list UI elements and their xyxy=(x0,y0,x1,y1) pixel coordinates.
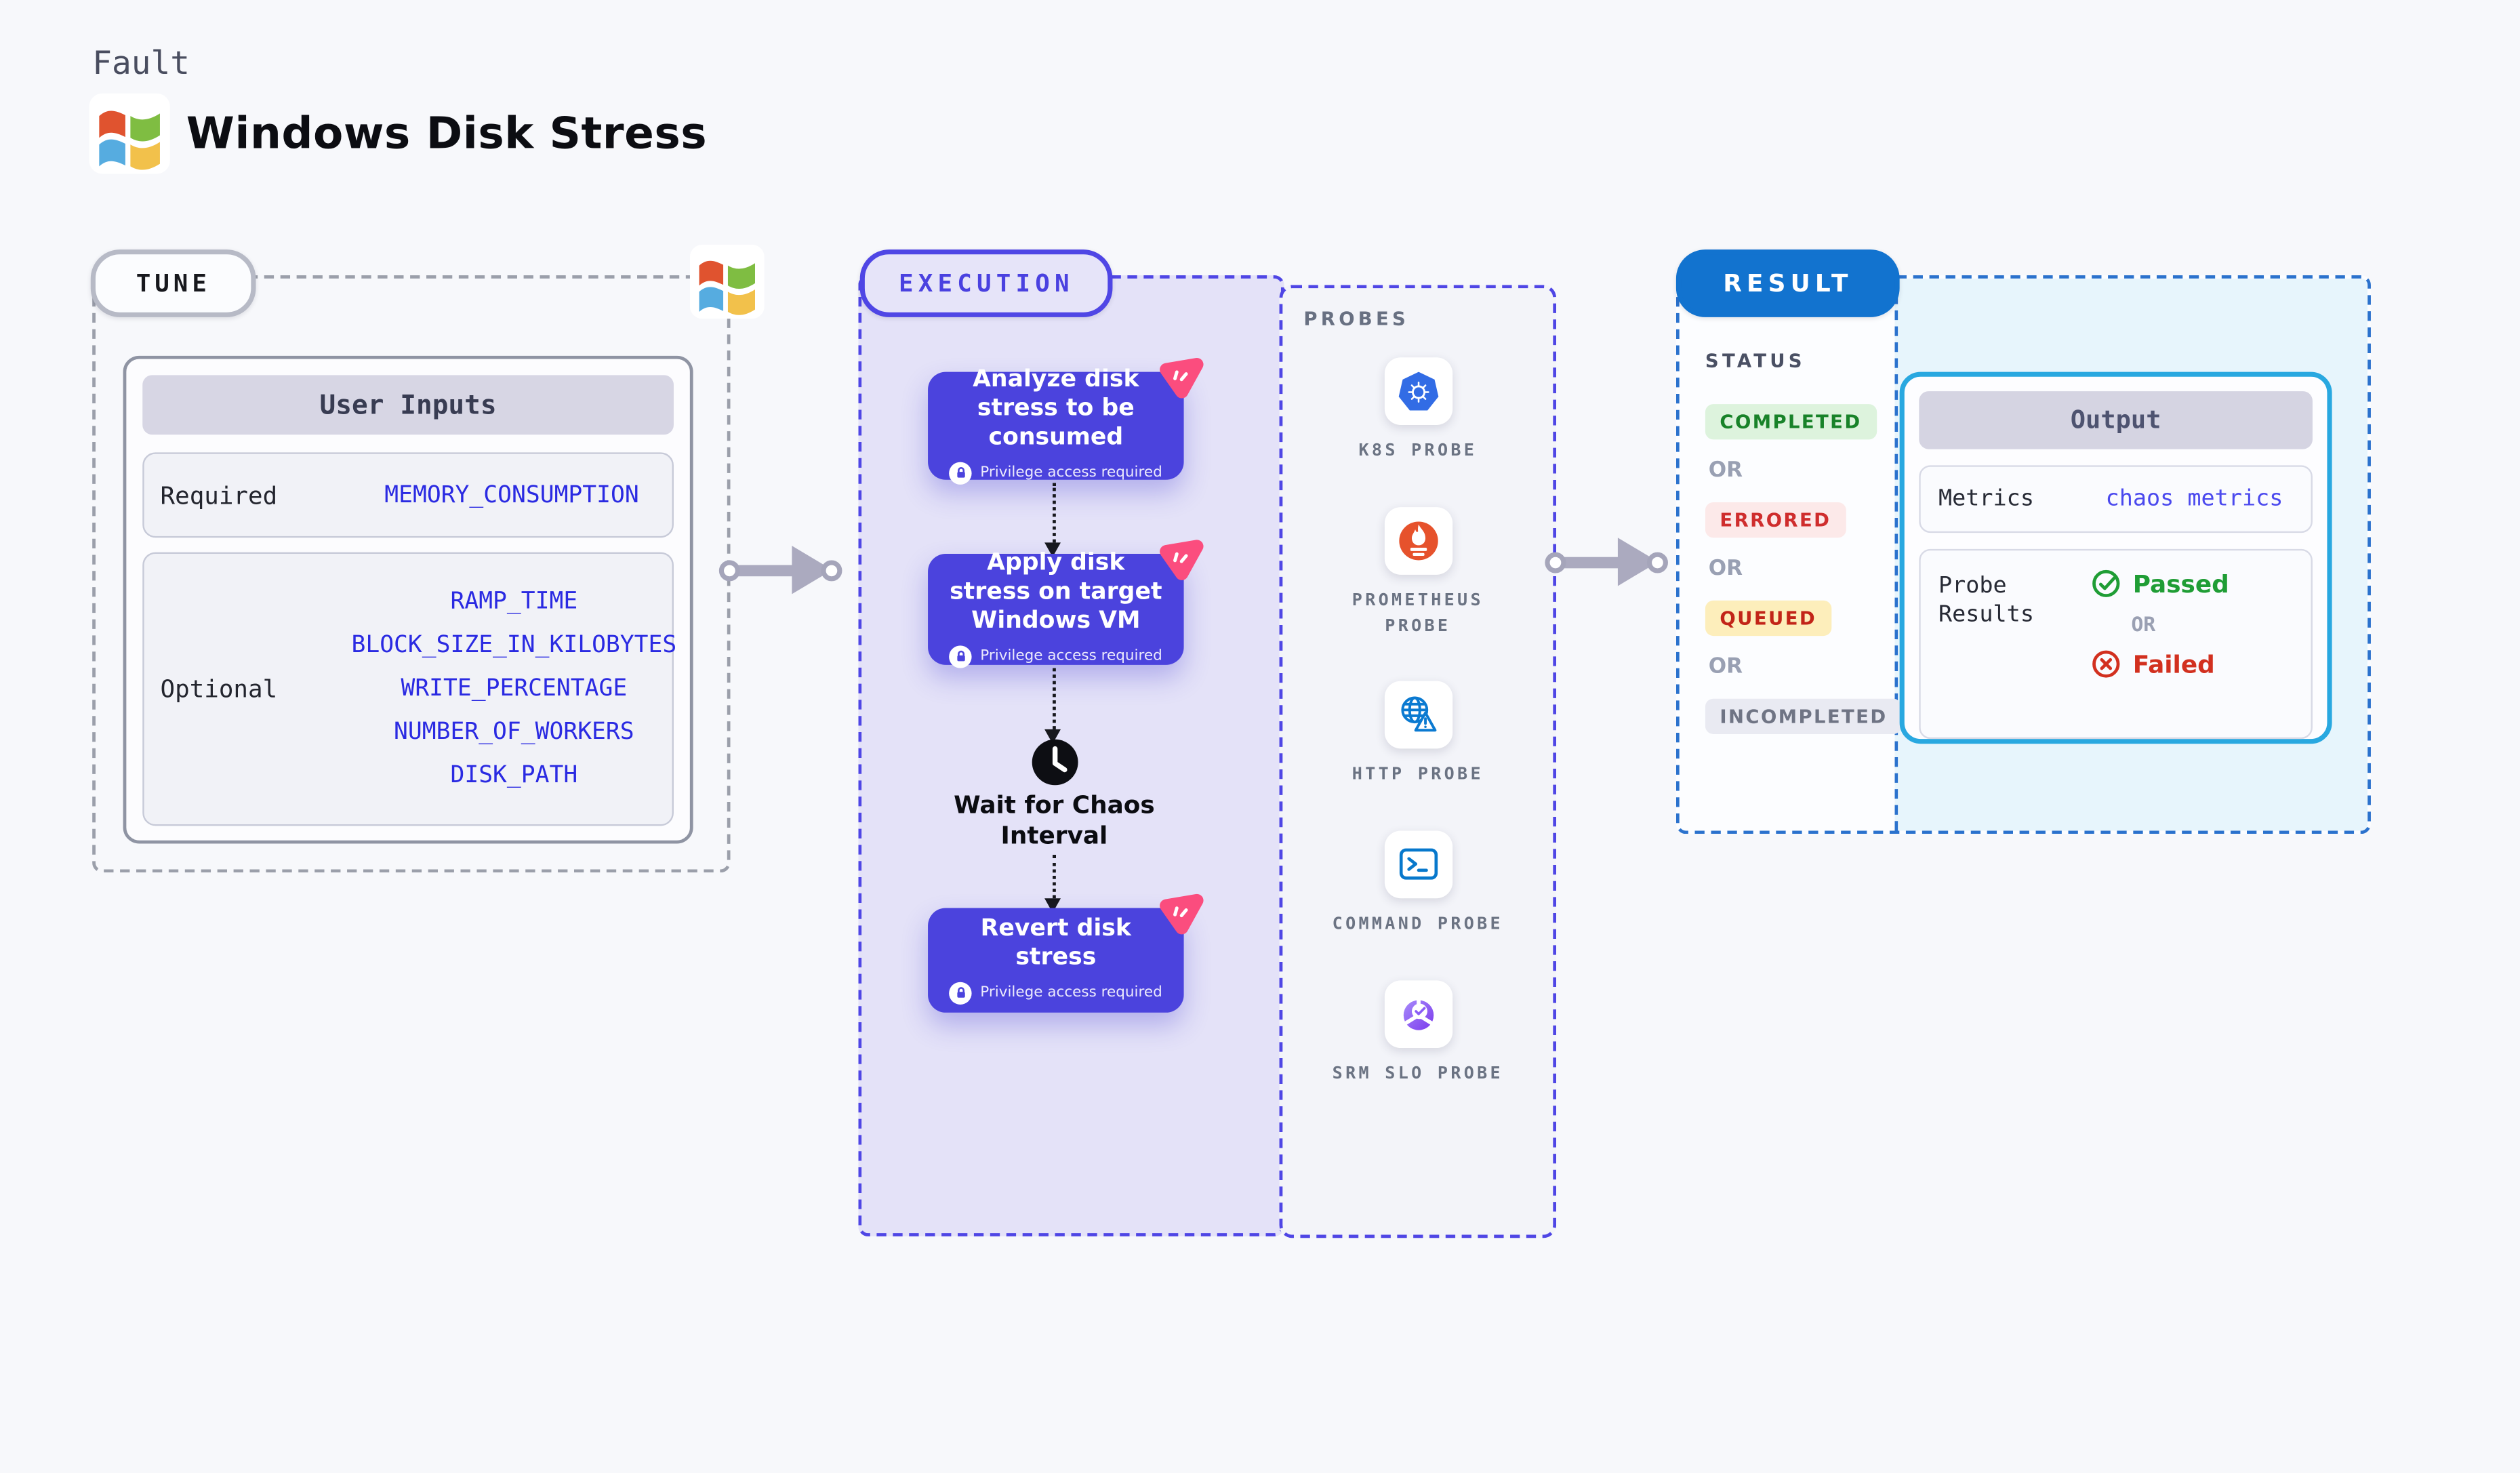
arrow-end-dot xyxy=(821,559,842,581)
terminal-icon xyxy=(1383,830,1452,899)
param-link[interactable]: RAMP_TIME xyxy=(450,589,578,616)
step-analyze-disk-stress: Analyze disk stress to be consumed Privi… xyxy=(928,372,1184,484)
passed-label: Passed xyxy=(2132,569,2229,599)
arrow-end-dot xyxy=(1646,551,1668,573)
probe-item-http: HTTP PROBE xyxy=(1318,681,1518,789)
param-link[interactable]: DISK_PATH xyxy=(450,763,578,789)
param-link[interactable]: WRITE_PERCENTAGE xyxy=(401,676,628,702)
x-circle-icon xyxy=(2091,649,2121,679)
probe-results-row: Probe Results Passed OR Failed xyxy=(1919,548,2313,740)
arrow-shaft xyxy=(1561,556,1623,568)
param-link[interactable]: BLOCK_SIZE_IN_KILOBYTES xyxy=(351,632,677,659)
or-label: OR xyxy=(1708,458,1743,483)
chaos-metrics-link[interactable]: chaos metrics xyxy=(2105,486,2283,512)
windows-logo-small-icon xyxy=(689,244,765,319)
step-title: Revert disk stress xyxy=(980,916,1131,971)
user-inputs-table: User Inputs Required MEMORY_CONSUMPTION … xyxy=(123,355,693,844)
user-inputs-header: User Inputs xyxy=(142,375,674,435)
param-link[interactable]: NUMBER_OF_WORKERS xyxy=(394,719,634,746)
probe-item-command: COMMAND PROBE xyxy=(1318,830,1518,938)
optional-params: RAMP_TIME BLOCK_SIZE_IN_KILOBYTES WRITE_… xyxy=(351,589,676,788)
slo-donut-check-icon xyxy=(1383,980,1452,1048)
step-apply-disk-stress: Apply disk stress on target Windows VM P… xyxy=(928,551,1184,668)
privilege-badge: Privilege access required xyxy=(949,645,1162,668)
probe-label: PROMETHEUS PROBE xyxy=(1352,590,1484,635)
dotted-arrow-down xyxy=(1044,668,1061,744)
page-title: Windows Disk Stress xyxy=(186,108,708,159)
result-pill: RESULT xyxy=(1675,249,1900,317)
required-row: Required MEMORY_CONSUMPTION xyxy=(142,452,674,538)
or-label: OR xyxy=(1708,655,1743,680)
failed-label: Failed xyxy=(2132,649,2215,679)
title-row: Windows Disk Stress xyxy=(89,93,708,174)
check-circle-icon xyxy=(2091,568,2121,599)
metrics-label: Metrics xyxy=(1938,485,2034,512)
optional-row: Optional RAMP_TIME BLOCK_SIZE_IN_KILOBYT… xyxy=(142,552,676,826)
probe-label: HTTP PROBE xyxy=(1352,765,1484,785)
probes-to-result-arrow xyxy=(1545,538,1668,586)
privilege-badge-label: Privilege access required xyxy=(980,647,1162,664)
arrow-shaft xyxy=(735,564,797,576)
arrow-start-dot xyxy=(718,559,740,581)
metrics-row: Metrics chaos metrics xyxy=(1919,465,2313,533)
probes-panel: PROBES K8S PROBE PROMETHEUS PROBE HTTP P… xyxy=(1279,285,1557,1238)
probe-item-k8s: K8S PROBE xyxy=(1318,357,1518,465)
or-label: OR xyxy=(1708,557,1743,582)
http-globe-warning-icon xyxy=(1383,681,1452,749)
chaos-hub-icon xyxy=(1156,890,1205,935)
passed-line: Passed xyxy=(2091,568,2229,599)
required-label: Required xyxy=(160,480,278,510)
probe-results-label: Probe Results xyxy=(1938,573,2034,628)
probe-item-prometheus: PROMETHEUS PROBE xyxy=(1318,506,1518,639)
probe-label: COMMAND PROBE xyxy=(1332,914,1503,934)
fault-kicker: Fault xyxy=(92,43,190,83)
wait-for-chaos-label: Wait for Chaos Interval xyxy=(954,790,1155,850)
privilege-badge: Privilege access required xyxy=(949,461,1162,484)
clock-icon xyxy=(1030,738,1080,788)
probes-title: PROBES xyxy=(1303,307,1410,330)
dotted-arrow-down xyxy=(1044,483,1061,557)
failed-line: Failed xyxy=(2091,649,2215,679)
execution-pill: EXECUTION xyxy=(859,249,1114,317)
dotted-arrow-down xyxy=(1044,855,1061,913)
prometheus-icon xyxy=(1383,506,1452,575)
lock-icon xyxy=(949,645,973,668)
optional-label: Optional xyxy=(160,674,278,704)
status-badge-incompleted: INCOMPLETED xyxy=(1705,698,1903,734)
output-table: Output Metrics chaos metrics Probe Resul… xyxy=(1899,371,2332,744)
tune-pill: TUNE xyxy=(90,249,256,317)
step-title: Analyze disk stress to be consumed xyxy=(973,367,1139,451)
required-params: MEMORY_CONSUMPTION xyxy=(351,482,672,508)
kubernetes-icon xyxy=(1383,357,1452,425)
probe-results-values: Passed OR Failed xyxy=(2077,550,2311,737)
status-badge-errored: ERRORED xyxy=(1705,502,1846,538)
chaos-hub-icon xyxy=(1156,536,1205,581)
output-header: Output xyxy=(1919,391,2313,449)
probe-label: SRM SLO PROBE xyxy=(1332,1064,1503,1083)
probes-list: K8S PROBE PROMETHEUS PROBE HTTP PROBE CO… xyxy=(1282,357,1553,1087)
status-badge-queued: QUEUED xyxy=(1705,600,1831,637)
status-title: STATUS xyxy=(1705,349,1806,372)
status-column: STATUS COMPLETED OR ERRORED OR QUEUED OR… xyxy=(1705,349,1903,734)
probe-item-srm-slo: SRM SLO PROBE xyxy=(1318,980,1518,1088)
probe-label: K8S PROBE xyxy=(1358,441,1478,461)
status-badge-completed: COMPLETED xyxy=(1705,404,1877,440)
chaos-hub-icon xyxy=(1156,354,1205,399)
step-revert-disk-stress: Revert disk stress Privilege access requ… xyxy=(928,908,1184,1013)
privilege-badge: Privilege access required xyxy=(949,981,1162,1005)
privilege-badge-label: Privilege access required xyxy=(980,464,1162,481)
windows-logo-icon xyxy=(89,93,170,174)
tune-to-execution-arrow xyxy=(718,546,842,594)
lock-icon xyxy=(949,461,973,484)
or-label: OR xyxy=(2131,611,2156,637)
arrow-start-dot xyxy=(1545,551,1566,573)
step-title: Apply disk stress on target Windows VM xyxy=(950,551,1162,634)
privilege-badge-label: Privilege access required xyxy=(980,984,1162,1001)
lock-icon xyxy=(949,981,973,1005)
param-link[interactable]: MEMORY_CONSUMPTION xyxy=(384,482,639,508)
